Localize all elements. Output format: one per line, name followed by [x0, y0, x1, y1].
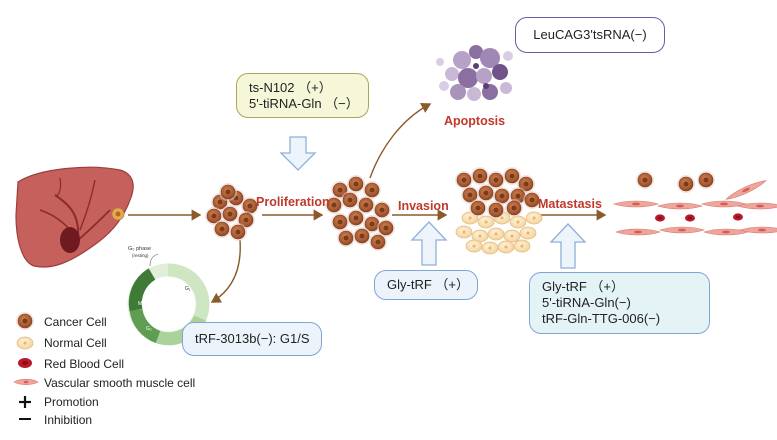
box-leucag: LeuCAG3'tsRNA(−): [515, 17, 665, 53]
stage-label-apoptosis: Apoptosis: [444, 114, 505, 128]
legend-label-inhibition: Inhibition: [44, 413, 92, 427]
plus-icon: [19, 396, 31, 408]
block-arrow-up-metastasis: [549, 223, 587, 269]
stage-label-invasion: Invasion: [398, 199, 449, 213]
box-trf3013b: tRF-3013b(−): G1/S: [182, 322, 322, 356]
leucag-text: LeuCAG3'tsRNA(−): [533, 27, 647, 42]
cell-cycle-g0: G₀ phase: [128, 246, 151, 252]
box-tsn102: ts-N102 （+） 5'-tiRNA-Gln （−）: [236, 73, 369, 118]
box-metastasis-list: Gly-tRF （+） 5'-tiRNA-Gln(−) tRF-Gln-TTG-…: [529, 272, 710, 334]
legend-label-rbc: Red Blood Cell: [44, 357, 124, 371]
metastasis-line-1: Gly-tRF （+）: [542, 279, 624, 294]
stage-label-metastasis: Matastasis: [538, 197, 602, 211]
cancer-cell-icon: [15, 311, 35, 331]
tumor-cluster-initial: [204, 182, 260, 242]
legend-label-cancer: Cancer Cell: [44, 315, 107, 329]
metastasis-vessel: [613, 170, 777, 236]
tumor-cluster-proliferated: [324, 174, 396, 252]
vascular-smooth-muscle-cell-icon: [13, 378, 39, 386]
trf3013b-text: tRF-3013b(−): G1/S: [195, 331, 310, 346]
apoptosis-cells: [436, 45, 513, 101]
tsn102-line-1: ts-N102 （+）: [249, 80, 332, 95]
legend: Cancer Cell Normal Cell Red Blood Cell V…: [13, 311, 195, 427]
liver-illustration: [15, 166, 134, 268]
normal-cell-icon: [16, 336, 34, 350]
legend-label-normal: Normal Cell: [44, 336, 107, 350]
cell-cycle-g1: G₁: [185, 286, 191, 292]
legend-label-vsmc: Vascular smooth muscle cell: [44, 376, 195, 390]
legend-label-promotion: Promotion: [44, 395, 99, 409]
invasion-cluster: [454, 166, 543, 255]
block-arrow-down-proliferation: [279, 136, 317, 171]
red-blood-cell-icon: [18, 358, 32, 368]
block-arrow-up-invasion: [410, 221, 448, 266]
cell-cycle-g0-sub: (resting): [132, 253, 149, 258]
cell-cycle-g2: G₂: [146, 326, 152, 332]
cell-cycle-m: M: [138, 301, 142, 307]
metastasis-line-2: 5'-tiRNA-Gln(−): [542, 295, 631, 310]
box-glytrf-invasion: Gly-tRF （+）: [374, 270, 478, 300]
flow-arrows: [128, 103, 607, 303]
stage-label-proliferation: Proliferation: [256, 195, 330, 209]
tsn102-line-2: 5'-tiRNA-Gln （−）: [249, 96, 359, 111]
glytrf-invasion-text: Gly-tRF （+）: [387, 277, 469, 292]
metastasis-line-3: tRF-Gln-TTG-006(−): [542, 311, 661, 326]
